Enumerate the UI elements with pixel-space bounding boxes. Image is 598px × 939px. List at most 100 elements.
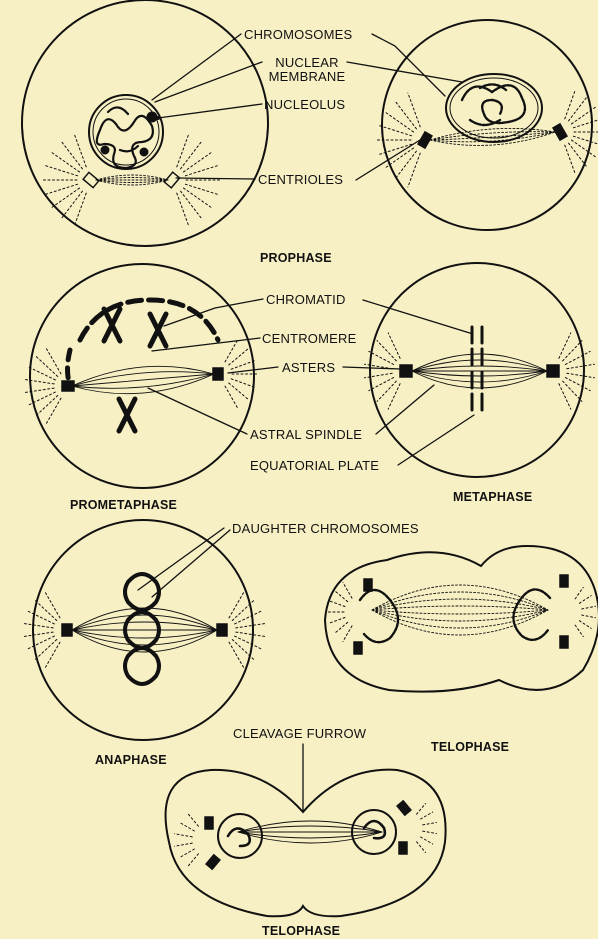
aster-ray	[563, 341, 582, 361]
spindle-fiber	[430, 132, 555, 145]
aster-ray	[187, 812, 199, 826]
asters-label: ASTERS	[282, 361, 335, 375]
aster-ray	[181, 191, 202, 218]
spindle-fiber	[430, 132, 555, 140]
aster-ray	[187, 854, 199, 868]
aster-ray	[45, 166, 77, 176]
asters-leader-right	[343, 367, 401, 369]
aster-ray	[231, 379, 255, 388]
aster-ray	[377, 341, 396, 361]
equatorial-plate-label: EQUATORIAL PLATE	[250, 459, 379, 473]
prometaphase-centriole-left	[62, 381, 74, 391]
aster-ray	[417, 803, 426, 814]
prometaphase-chromosome-2	[150, 314, 166, 346]
aster-ray	[395, 151, 417, 180]
aster-ray	[181, 142, 202, 169]
equatorial-plate-leader	[398, 415, 474, 465]
prometaphase-label: PROMETAPHASE	[70, 498, 177, 512]
aster-ray	[236, 623, 266, 627]
prometaphase-chromosome-1	[104, 309, 120, 341]
telophase-lower-centriole-3	[397, 801, 411, 815]
aster-ray	[35, 640, 57, 660]
astral-spindle-leader-left	[148, 388, 247, 434]
aster-ray	[175, 843, 193, 846]
telophase-lower-chromatin-left	[228, 828, 250, 846]
spindle-fiber	[238, 832, 382, 843]
prophase-late-aster-left	[375, 93, 420, 187]
telophase-right-nucleus	[513, 589, 550, 639]
spindle-fiber	[412, 366, 547, 371]
nuclear-membrane-label-line1: NUCLEAR	[275, 55, 339, 70]
telophase-lower-nucleus-left	[218, 814, 262, 858]
aster-ray	[567, 373, 595, 378]
telophase-lower-centriole-2	[206, 855, 220, 869]
aster-ray	[45, 592, 60, 618]
spindle-fiber	[412, 371, 547, 376]
aster-ray	[565, 378, 590, 391]
spindle-fiber	[72, 622, 217, 630]
aster-ray	[408, 93, 420, 127]
aster-ray	[343, 626, 352, 642]
daughter-chromosome-pair-1	[125, 574, 159, 610]
aster-ray	[334, 622, 348, 634]
aster-ray	[408, 153, 420, 187]
aster-ray	[369, 378, 394, 391]
metaphase-chromatid-pair-1	[472, 327, 482, 343]
late-prophase-chromosomes	[462, 84, 525, 125]
aster-ray	[62, 191, 83, 218]
aster-ray	[579, 621, 591, 629]
telophase-lower-aster-left	[175, 812, 199, 867]
prophase-late-aster-right	[565, 90, 598, 175]
spindle-fiber	[238, 832, 382, 838]
aster-ray	[35, 600, 57, 620]
prometaphase-centriole-right	[213, 368, 223, 380]
anaphase-aster-right	[229, 592, 266, 668]
metaphase-chromatid-pair-2	[472, 349, 482, 365]
aster-ray	[46, 348, 61, 374]
spindle-fiber	[72, 615, 217, 630]
aster-ray	[24, 388, 54, 392]
spindle-fiber	[430, 132, 555, 140]
astral-spindle-label: ASTRAL SPINDLE	[250, 428, 362, 442]
nuclear-membrane-label: NUCLEAR MEMBRANE	[264, 56, 350, 84]
telophase-upper-spindle	[372, 585, 548, 635]
nuclear-membrane-fragments	[80, 300, 218, 340]
chromosomes-leader-right	[372, 34, 445, 96]
aster-ray	[229, 642, 244, 668]
aster-ray	[334, 590, 348, 602]
aster-ray	[179, 849, 195, 858]
daughter-chromosome-pair-3	[125, 648, 159, 684]
aster-ray	[24, 379, 54, 383]
chromosomes-label: CHROMOSOMES	[244, 28, 352, 42]
aster-ray	[36, 396, 58, 416]
aster-ray	[185, 184, 217, 194]
aster-ray	[421, 812, 433, 819]
nuclear-membrane-leader-left	[155, 62, 262, 102]
nucleolus-leader	[158, 104, 262, 118]
telophase-upper-aster-right	[575, 587, 595, 636]
centrioles-leader-right	[356, 140, 420, 180]
aster-ray	[46, 398, 61, 424]
aster-ray	[28, 367, 55, 380]
aster-ray	[567, 364, 595, 369]
prophase-early-spindle	[96, 175, 168, 185]
aster-ray	[175, 834, 193, 837]
astral-spindle-leader-right	[376, 385, 434, 434]
aster-ray	[23, 632, 53, 636]
prophase-early-aster-left	[43, 135, 86, 225]
nucleolus-label: NUCLEOLUS	[264, 98, 345, 112]
telophase-upper-centriole-3	[560, 575, 568, 587]
anaphase-centriole-right	[217, 624, 227, 636]
chromatin-dot	[140, 148, 148, 156]
aster-ray	[328, 600, 345, 606]
aster-ray	[45, 642, 60, 668]
aster-ray	[579, 596, 591, 604]
metaphase-centriole-right	[547, 365, 559, 377]
nucleus-inner-membrane	[93, 99, 159, 165]
prometaphase-chromosome-3	[119, 399, 135, 431]
aster-ray	[23, 623, 53, 627]
aster-ray	[571, 106, 596, 124]
anaphase-centriole-left	[62, 624, 72, 636]
centrioles-leader-left	[176, 178, 255, 179]
aster-ray	[75, 135, 87, 167]
